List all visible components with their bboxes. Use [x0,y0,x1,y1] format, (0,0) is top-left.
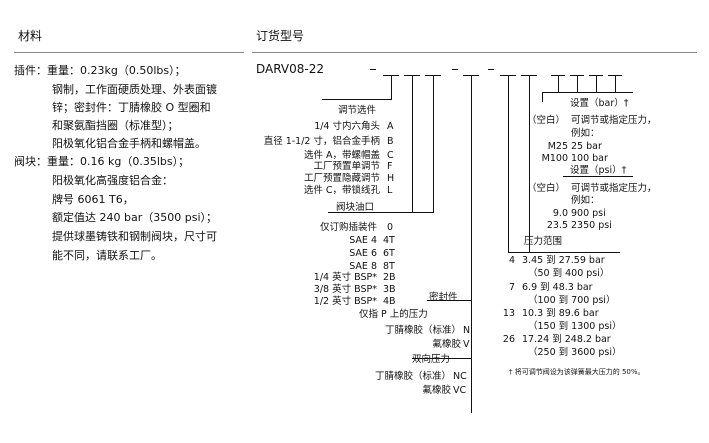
seal-label: 氟橡胶 [422,385,451,396]
seal-label: 氟橡胶 [432,339,461,350]
adjust-code: H [387,173,395,184]
port-label: 1/4 英寸 BSP* [313,272,377,283]
port-code: 3B [383,284,396,295]
adjust-label: 工厂预置隐藏调节 [303,173,380,184]
seal-code: V [463,339,470,350]
setting-code: M100 [541,153,568,164]
adjust-code: B [387,136,394,147]
right-header-rule [252,52,697,53]
seal-p-only-title: 仅指 P 上的压力 [359,309,428,320]
model-code: DARV08-22 [256,62,324,76]
setting-psi-title: 设置（psi）† [570,165,627,176]
port-code: 2B [383,272,396,283]
adjust-label: 选件 C，带锁线孔 [303,185,380,196]
seal-code: N [463,325,471,336]
adjust-label: 选件 A，带螺帽盖 [303,150,380,161]
adjust-label: 工厂预置单调节 [313,161,380,172]
range-psi: （150 到 1300 psi） [528,321,622,332]
adjust-label: 直径 1-1/2 寸，铝合金手柄 [263,136,380,147]
port-label: SAE 8 [349,261,377,272]
range-bar: 6.9 到 48.3 bar [522,282,593,293]
materials-line: 阳极氧化高强度铝合金： [52,174,173,187]
materials-line: 阀块：重量：0.16 kg（0.35lbs）； [14,155,190,168]
materials-line: 锌；密封件：丁腈橡胶 O 型圈和 [52,101,211,114]
port-label: 3/8 英寸 BSP* [313,284,377,295]
range-code: 26 [502,334,515,345]
range-psi: （100 到 700 psi） [528,295,616,306]
footnote: † 将可调节阀设为该弹簧最大压力的 50%。 [509,368,645,376]
seal-bi-title: 双向压力 [412,354,451,365]
range-code: 13 [502,308,515,319]
range-code: 4 [508,255,515,266]
range-code: 7 [508,282,515,293]
range-title: 压力范围 [524,236,563,247]
blank-desc: 例如： [571,195,600,206]
adjust-label: 1/4 寸内六角头 [314,121,380,132]
port-label: 1/2 英寸 BSP* [313,296,377,307]
blank-desc: 例如： [571,128,600,139]
range-bar: 3.45 到 27.59 bar [522,255,605,266]
range-bar: 17.24 到 248.2 bar [522,334,611,345]
materials-line: 插件：重量：0.23kg（0.50lbs）； [14,64,186,77]
materials-line: 能不同，请联系工厂。 [52,249,162,262]
materials-line: 钢制，工作面硬质处理、外表面镀 [52,83,217,96]
materials-line: 和聚氨酯挡圈（标准型）； [52,119,179,132]
seal-code: VC [453,385,467,396]
materials-line: 提供球墨铸铁和钢制阀块，尺寸可 [52,230,217,243]
port-code: 4B [383,296,396,307]
adjust-code: L [387,185,393,196]
order-model-header: 订货型号 [256,29,305,43]
setting-value: 100 bar [571,153,608,164]
port-code: 4T [383,235,395,246]
setting-value: 2350 psi [571,220,612,231]
blank-desc: 可调节或指定压力， [571,183,657,194]
seal-label: 丁腈橡胶（标准） [374,371,451,382]
adjust-code: A [387,121,394,132]
adjust-title: 调节选件 [338,105,377,116]
adjust-code: F [387,161,393,172]
port-code: 8T [383,261,395,272]
materials-line: 阳极氧化铝合金手柄和螺帽盖。 [52,137,206,150]
port-label: 仅订购插装件 [319,222,377,233]
materials-line: 额定值达 240 bar（3500 psi）； [52,211,217,224]
dash [488,69,494,70]
setting-bar-title: 设置（bar）† [570,98,629,109]
seal-title: 密封件 [429,292,458,303]
materials-line: 牌号 6061 T6， [52,193,134,206]
setting-code: 9.0 [552,208,568,219]
adjust-code: C [387,150,394,161]
port-code: 6T [383,248,395,259]
dash [370,69,376,70]
range-psi: （250 到 3600 psi） [528,347,622,358]
setting-code: M25 [547,141,568,152]
setting-code: 23.5 [546,220,568,231]
port-label: SAE 4 [349,235,377,246]
range-psi: （50 到 400 psi） [528,268,610,279]
left-header-rule [14,52,244,53]
range-bar: 10.3 到 89.6 bar [522,308,599,319]
blank-desc: 可调节或指定压力， [571,115,657,126]
setting-value: 900 psi [571,208,606,219]
blank-code: （空白） [527,115,566,126]
port-title: 阀块油口 [336,202,375,213]
materials-header: 材料 [18,29,43,43]
setting-value: 25 bar [571,141,602,152]
blank-code: （空白） [527,183,566,194]
port-code: 0 [387,222,394,233]
dash [452,69,458,70]
port-label: SAE 6 [349,248,377,259]
seal-label: 丁腈橡胶（标准） [384,325,461,336]
seal-code: NC [453,371,467,382]
